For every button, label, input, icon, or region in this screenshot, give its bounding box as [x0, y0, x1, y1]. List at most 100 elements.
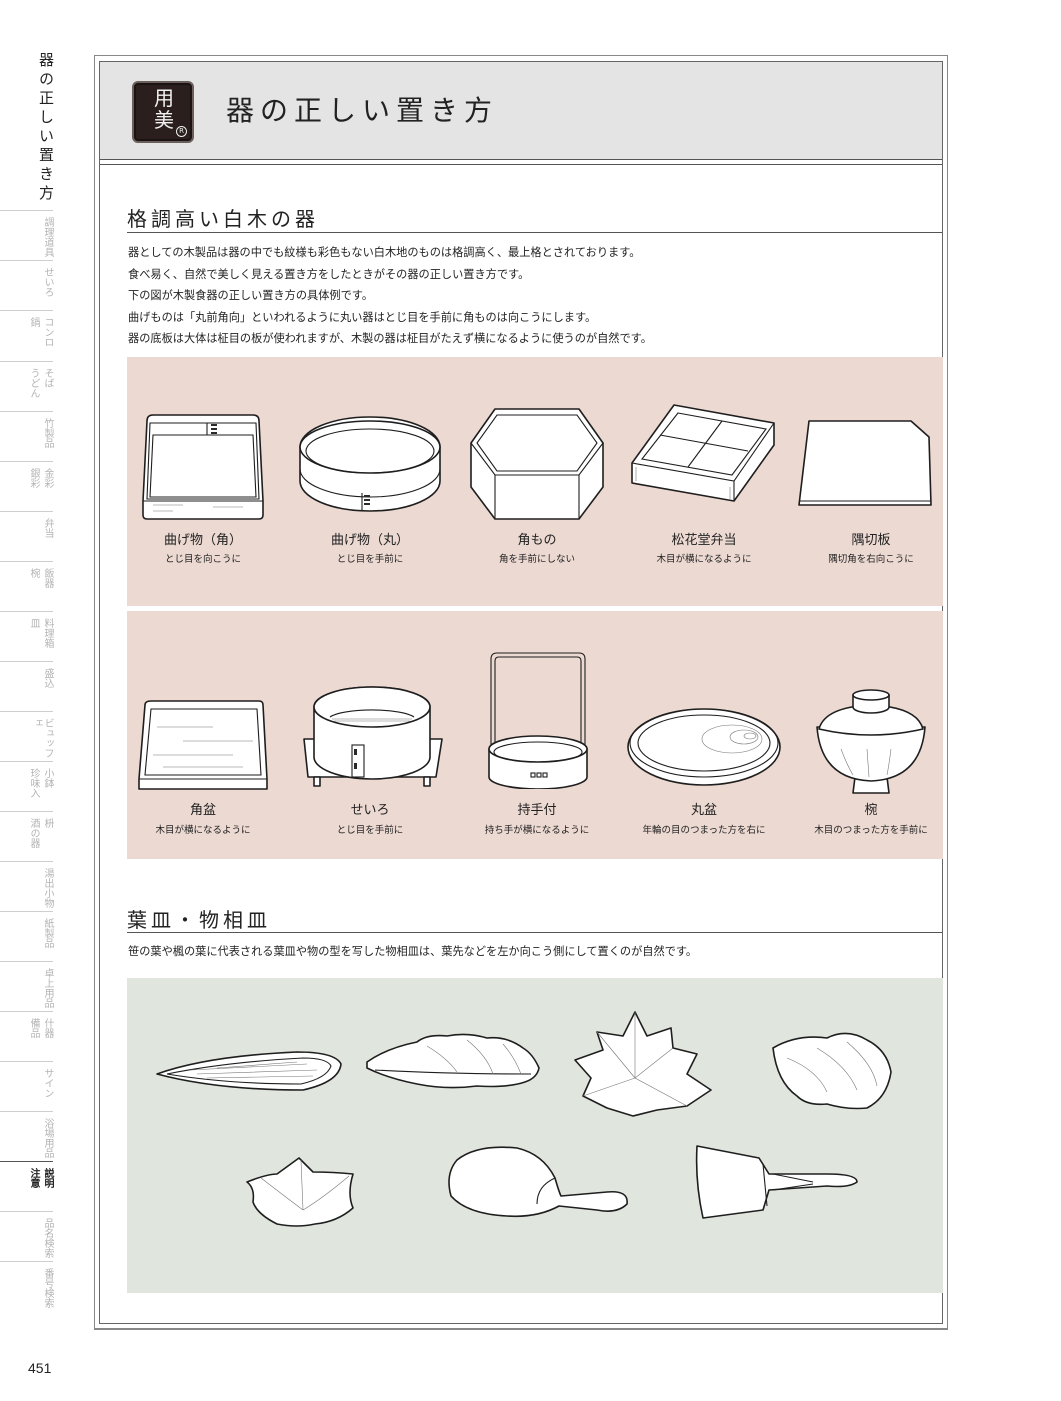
side-index-tab[interactable]: 湯出小物 — [0, 861, 53, 911]
side-index-tab[interactable]: 調理道具 — [0, 210, 53, 260]
side-index-tab-label: 椀 — [28, 568, 39, 578]
page-number: 451 — [28, 1360, 52, 1376]
item-name: 持手付 — [517, 803, 557, 818]
side-index-tab-label: 枡 — [42, 818, 53, 828]
item-name: 角盆 — [189, 803, 216, 818]
corner-cut-board-illustration — [791, 417, 951, 511]
side-index-tab[interactable]: 竹製品 — [0, 411, 53, 461]
side-index-tab-label: 浴場用品 — [42, 1118, 53, 1158]
item-name: せいろ — [350, 803, 390, 818]
intro-paragraph: 器としての木製品は器の中でも紋様も彩色もない白木地のものは格調高く、最上格とされ… — [128, 242, 652, 350]
paragraph-line: 下の図が木製食器の正しい置き方の具体例です。 — [128, 289, 374, 302]
side-index-tab-label: 番号検索 — [42, 1268, 53, 1308]
side-index-tab-label: コンロ — [42, 317, 53, 347]
side-index-tab-label: 備品 — [28, 1018, 39, 1038]
side-index-tab[interactable]: せいろ — [0, 260, 53, 310]
paragraph-line: 曲げものは「丸前角向」といわれるように丸い器はとじ目を手前に角ものは向こうにしま… — [128, 310, 597, 324]
bamboo-leaf-plate-drawing — [156, 1051, 342, 1091]
side-index-tab[interactable]: 番号検索 — [0, 1261, 53, 1311]
side-index-tab-label: 什器 — [42, 1018, 53, 1038]
side-index-tab-label: 竹製品 — [42, 418, 53, 448]
item-note: 木目のつまった方を手前に — [814, 825, 928, 836]
item-name: 曲げ物（丸） — [330, 533, 409, 548]
page-title: 器の正しい置き方 — [226, 94, 499, 127]
side-index-tab-label: 料理箱 — [42, 618, 53, 648]
item-name: 角もの — [517, 533, 557, 548]
leaf-plates-panel — [127, 978, 943, 1293]
side-index-tab[interactable]: 品名検索 — [0, 1211, 53, 1261]
side-index-tab[interactable]: 料理箱皿 — [0, 611, 53, 661]
leaf-plate-drawing — [366, 1033, 540, 1089]
item-name: 椀 — [864, 803, 878, 818]
side-index-tab-label: 酒の器 — [28, 818, 39, 848]
side-index-tab[interactable]: ビュッフェ — [0, 711, 53, 761]
handled-container-illustration — [457, 649, 617, 789]
section-title-leaf-plates: 葉皿・物相皿 — [127, 908, 271, 932]
item-name: 曲げ物（角） — [163, 533, 242, 548]
square-bentwood-box-illustration — [123, 405, 283, 520]
item-note: 角を手前にしない — [498, 554, 575, 565]
paragraph-line: 食べ易く、自然で美しく見える置き方をしたときがその器の正しい置き方です。 — [128, 267, 530, 281]
side-index-tab-label: 銀彩 — [28, 468, 39, 488]
side-index-tab-label: 飯器 — [42, 568, 53, 588]
ivy-leaf-bowl-drawing — [246, 1157, 354, 1227]
item-note: 持ち手が横になるように — [484, 825, 590, 836]
paragraph-line: 器の底板は大体は柾目の板が使われますが、木製の器は柾目がたえず横になるように使う… — [128, 332, 652, 345]
side-index-tab-label: 弁当 — [42, 518, 53, 538]
side-current-title: 器の正しい置き方 — [37, 52, 55, 204]
side-index-tab[interactable]: 説明注意 — [0, 1161, 53, 1211]
side-index-tab[interactable]: 卓上用品 — [0, 961, 53, 1011]
wooden-ware-panel-row2: 角盆 木目が横になるように せいろ とじ目を手前に — [127, 611, 943, 859]
side-index-tab-label: 調理道具 — [42, 217, 53, 257]
brand-logo: 用美 R — [132, 81, 194, 143]
paragraph-line: 器としての木製品は器の中でも紋様も彩色もない白木地のものは格調高く、最上格とされ… — [128, 246, 641, 259]
side-index-tab[interactable]: 浴場用品 — [0, 1111, 53, 1161]
side-index-tab-label: 紙製品 — [42, 918, 53, 948]
side-index-tab-label: 鍋 — [28, 317, 39, 327]
side-index-tab-label: 卓上用品 — [42, 968, 53, 1008]
side-index-tab-label: 珍味入 — [28, 768, 39, 798]
item-note: 隅切角を右向こうに — [828, 554, 914, 565]
side-index-tab[interactable]: 什器備品 — [0, 1011, 53, 1061]
wooden-ware-panel-row1: 曲げ物（角） とじ目を向こうに 曲げ物（丸） とじ目を手前に — [127, 357, 943, 606]
leaf-plates-paragraph: 笹の葉や楓の葉に代表される葉皿や物の型を写した物相皿は、葉先などを左か向こう側に… — [128, 945, 698, 958]
page-frame-outer — [94, 55, 948, 1330]
item-name: 丸盆 — [690, 803, 717, 818]
leaf-plates-illustration — [156, 1011, 892, 1227]
side-index-tab[interactable]: 小鉢珍味入 — [0, 761, 53, 811]
side-index-tab-label: 金彩 — [42, 468, 53, 488]
side-index-tab[interactable]: 弁当 — [0, 511, 53, 561]
side-index-tab[interactable]: 金彩銀彩 — [0, 461, 53, 511]
header-divider — [100, 164, 942, 165]
item-name: 松花堂弁当 — [671, 533, 737, 548]
side-index-tab-label: 湯出小物 — [42, 868, 53, 908]
side-index-tab[interactable]: 紙製品 — [0, 911, 53, 961]
side-index-tab-label: せいろ — [42, 267, 53, 297]
shokado-bento-illustration — [624, 403, 784, 503]
section-rule — [127, 232, 942, 233]
item-note: とじ目を手前に — [336, 825, 404, 836]
side-index-tab-label: 盛込 — [42, 668, 53, 688]
side-index-tab[interactable]: そばうどん — [0, 361, 53, 411]
item-note: 年輪の目のつまった方を右に — [642, 825, 766, 836]
section-title-white-wood: 格調高い白木の器 — [127, 207, 319, 231]
folding-fan-plate-drawing — [695, 1145, 858, 1219]
page-header — [100, 62, 942, 160]
square-tray-illustration — [123, 697, 283, 792]
side-index-tab-label: 注意 — [28, 1168, 39, 1188]
side-index-tab[interactable]: サイン — [0, 1061, 53, 1111]
lidded-bowl-illustration — [791, 689, 951, 799]
section-rule — [127, 932, 942, 933]
side-index-tab-label: うどん — [28, 368, 39, 398]
item-note: 木目が横になるように — [656, 554, 752, 565]
side-index-tab[interactable]: 盛込 — [0, 661, 53, 711]
hexagonal-box-illustration — [457, 403, 617, 523]
item-note: とじ目を向こうに — [164, 554, 241, 565]
side-index-tab[interactable]: 枡酒の器 — [0, 811, 53, 861]
folded-leaf-plate-drawing — [772, 1032, 892, 1110]
side-index-tab-label: サイン — [42, 1068, 53, 1098]
side-index-tab[interactable]: 飯器椀 — [0, 561, 53, 611]
side-index-tab[interactable]: コンロ鍋 — [0, 310, 53, 360]
maple-leaf-plate-drawing — [574, 1011, 712, 1117]
round-bentwood-box-illustration — [290, 415, 450, 515]
